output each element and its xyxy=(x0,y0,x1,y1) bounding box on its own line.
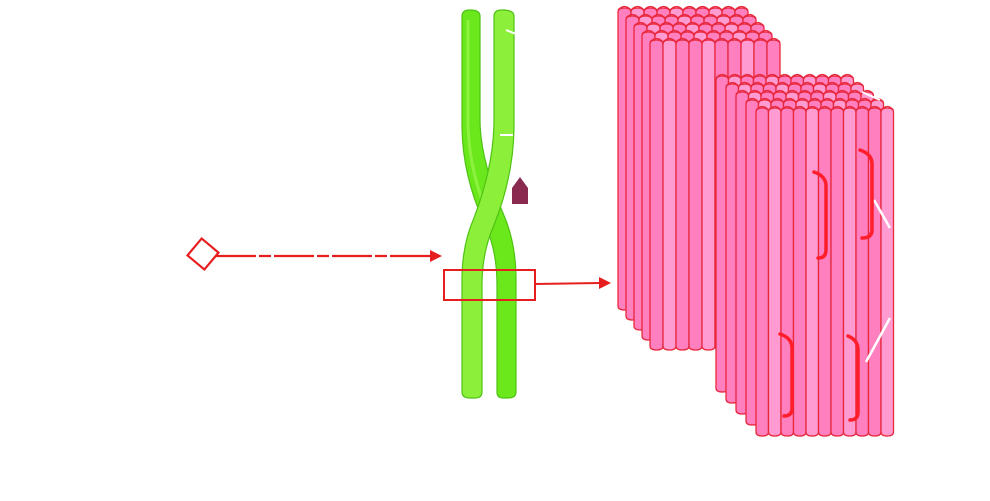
fiber-column xyxy=(662,39,677,351)
fiber-column xyxy=(842,107,857,437)
fiber-cap xyxy=(649,37,781,43)
fiber-column xyxy=(805,107,820,437)
fiber-column xyxy=(649,39,664,351)
fiber-cap xyxy=(715,73,854,79)
diamond-marker xyxy=(185,236,221,272)
fiber-bundle-front xyxy=(715,73,895,437)
fiber-cap xyxy=(725,81,864,87)
fiber-cap xyxy=(735,89,874,95)
fiber-cap xyxy=(625,13,757,19)
fiber-column xyxy=(767,107,782,437)
pointer-arrow xyxy=(216,250,442,262)
fiber-column xyxy=(675,39,690,351)
fiber-cap xyxy=(617,5,749,11)
fiber-cap xyxy=(745,97,884,103)
fiber-cap xyxy=(755,105,894,111)
bracket-marks xyxy=(778,148,874,422)
bundle-highlights xyxy=(861,91,892,363)
fiber-column xyxy=(701,39,716,351)
locus-marker xyxy=(512,177,528,204)
fiber-column xyxy=(817,107,832,437)
fiber-column xyxy=(688,39,703,351)
fiber-cap xyxy=(633,21,765,27)
fiber-column xyxy=(830,107,845,437)
fiber-column xyxy=(880,107,895,437)
fiber-cap xyxy=(641,29,773,35)
zoom-box xyxy=(443,269,536,301)
fiber-column xyxy=(792,107,807,437)
zoom-arrow xyxy=(534,277,611,289)
fiber-column xyxy=(755,107,770,437)
